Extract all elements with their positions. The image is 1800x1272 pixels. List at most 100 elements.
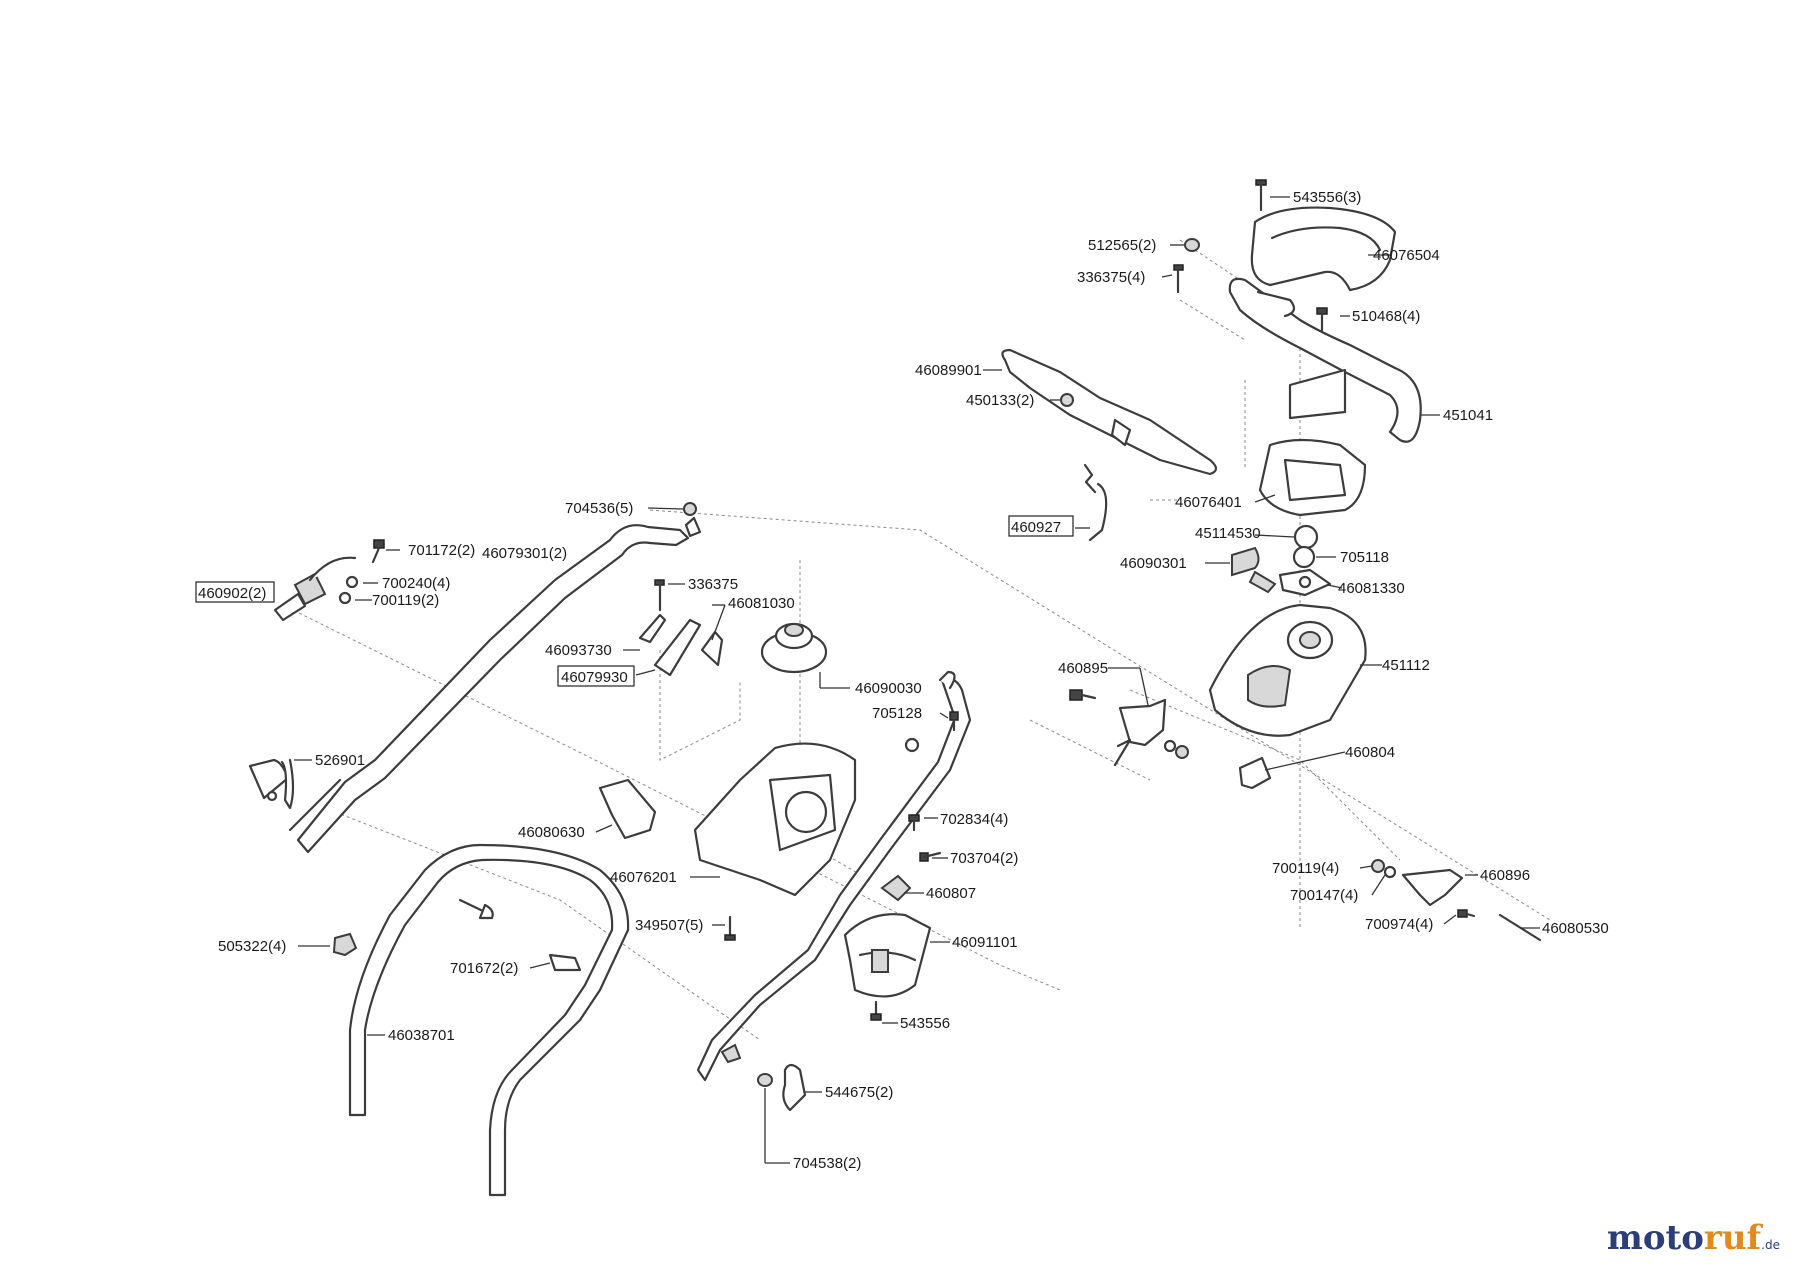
washer-700147-part — [1383, 865, 1397, 879]
screw-701172-part — [371, 539, 385, 564]
label-46089901: 46089901 — [915, 362, 982, 379]
bolt-701672-part — [458, 898, 582, 972]
cap-512565-part — [1184, 238, 1200, 252]
watermark-brand-a: moto — [1606, 1218, 1704, 1258]
label-450133-2: 450133(2) — [966, 392, 1034, 409]
clip-upper-part — [684, 516, 702, 538]
washer-704538-part — [757, 1073, 773, 1087]
nut-700119-part — [1371, 859, 1385, 873]
ring-705118-part — [1292, 545, 1316, 569]
label-704536-5: 704536(5) — [565, 500, 633, 517]
label-702834-4: 702834(4) — [940, 811, 1008, 828]
label-46080530: 46080530 — [1542, 920, 1609, 937]
cable-clamp-460902-part — [273, 556, 357, 622]
watermark-brand-b: ruf — [1703, 1218, 1762, 1258]
screw-543556-single-part — [870, 1000, 882, 1021]
part-labels: 543556(3) 46076504 512565(2) 336375(4) 5… — [195, 189, 1609, 1172]
screw-700974-part — [1457, 909, 1476, 918]
label-460895: 460895 — [1058, 660, 1108, 677]
plug-46090301-part — [1231, 546, 1277, 594]
label-336375: 336375 — [688, 576, 738, 593]
screw-336375-part — [654, 579, 665, 612]
label-700974-4: 700974(4) — [1365, 916, 1433, 933]
box-460902-2 — [195, 581, 275, 603]
screw-336375-4-part — [1173, 264, 1184, 294]
screw-543556-part — [1255, 179, 1267, 212]
label-460807: 460807 — [926, 885, 976, 902]
lower-handle-46038701-part — [348, 843, 630, 1197]
label-700240-4: 700240(4) — [382, 575, 450, 592]
cap-450133-part — [1060, 393, 1074, 407]
nut-700119-2-part — [338, 591, 352, 605]
label-460804: 460804 — [1345, 744, 1395, 761]
label-46076201: 46076201 — [610, 869, 677, 886]
knob-505322-part — [332, 932, 358, 957]
label-46090030: 46090030 — [855, 680, 922, 697]
label-543556-3: 543556(3) — [1293, 189, 1361, 206]
flange-46081330-part — [1278, 568, 1332, 597]
screw-702834-part — [908, 814, 920, 832]
washer-700240-part — [345, 575, 359, 589]
nut-704536-part — [683, 502, 697, 516]
label-336375-4: 336375(4) — [1077, 269, 1145, 286]
label-45114530: 45114530 — [1195, 525, 1261, 542]
screw-705128-part — [949, 711, 959, 732]
label-700147-4: 700147(4) — [1290, 887, 1358, 904]
motoruf-watermark: motoruf.de — [1607, 1218, 1780, 1258]
spacer-460807-part — [880, 874, 912, 902]
base-housing-46076201-part — [693, 742, 857, 897]
label-510468-4: 510468(4) — [1352, 308, 1420, 325]
motor-cover-451112-part — [1208, 603, 1367, 737]
bracket-46080630-part — [598, 778, 657, 840]
label-703704-2: 703704(2) — [950, 850, 1018, 867]
label-46081030: 46081030 — [728, 595, 795, 612]
housing-46076401-part — [1258, 438, 1367, 517]
leader-lines — [294, 196, 1540, 1164]
label-705128: 705128 — [872, 705, 922, 722]
label-543556: 543556 — [900, 1015, 950, 1032]
lever-460896-part — [1401, 868, 1464, 907]
watermark-suffix: .de — [1761, 1238, 1780, 1252]
label-46076401: 46076401 — [1175, 494, 1242, 511]
label-544675-2: 544675(2) — [825, 1084, 893, 1101]
screw-349507-part — [724, 915, 736, 941]
label-701672-2: 701672(2) — [450, 960, 518, 977]
bowl-46091101-part — [843, 913, 932, 998]
label-451112: 451112 — [1382, 657, 1430, 674]
upper-handle-46079301-part — [288, 524, 972, 1082]
handle-bar-451041-part — [1228, 277, 1422, 443]
label-46090301: 46090301 — [1120, 555, 1187, 572]
clip-526901-part — [248, 758, 295, 810]
nut-a-part — [1163, 739, 1177, 753]
lever-frame-46089901-part — [1001, 348, 1218, 476]
lower-clip-part — [720, 1043, 742, 1064]
label-512565-2: 512565(2) — [1088, 237, 1156, 254]
label-705118: 705118 — [1340, 549, 1389, 566]
label-704538-2: 704538(2) — [793, 1155, 861, 1172]
label-701172-2: 701172(2) — [408, 542, 475, 559]
label-700119-2: 700119(2) — [372, 592, 439, 609]
label-46038701: 46038701 — [388, 1027, 455, 1044]
label-700119-4: 700119(4) — [1272, 860, 1339, 877]
label-451041: 451041 — [1443, 407, 1493, 424]
box-460927 — [1008, 515, 1074, 537]
screw-510468-part — [1316, 307, 1328, 332]
label-46079930: 46079930 — [561, 669, 628, 686]
ring-45114530-part — [1293, 524, 1319, 550]
label-526901: 526901 — [315, 752, 365, 769]
label-349507-5: 349507(5) — [635, 917, 703, 934]
nut-b-part — [1175, 745, 1189, 759]
label-460927: 460927 — [1011, 519, 1061, 536]
bracket-46079930-part — [653, 618, 702, 677]
label-46076504: 46076504 — [1373, 247, 1440, 264]
wing-nut-544675-part — [782, 1063, 807, 1112]
bracket-46081030-part — [700, 630, 724, 667]
tube-nut-part — [904, 737, 920, 753]
label-46093730: 46093730 — [545, 642, 612, 659]
label-46080630: 46080630 — [518, 824, 585, 841]
cable-460927-part — [1083, 463, 1108, 542]
top-cover-part — [1250, 206, 1397, 292]
label-46081330: 46081330 — [1338, 580, 1405, 597]
block-460804-part — [1238, 756, 1272, 790]
